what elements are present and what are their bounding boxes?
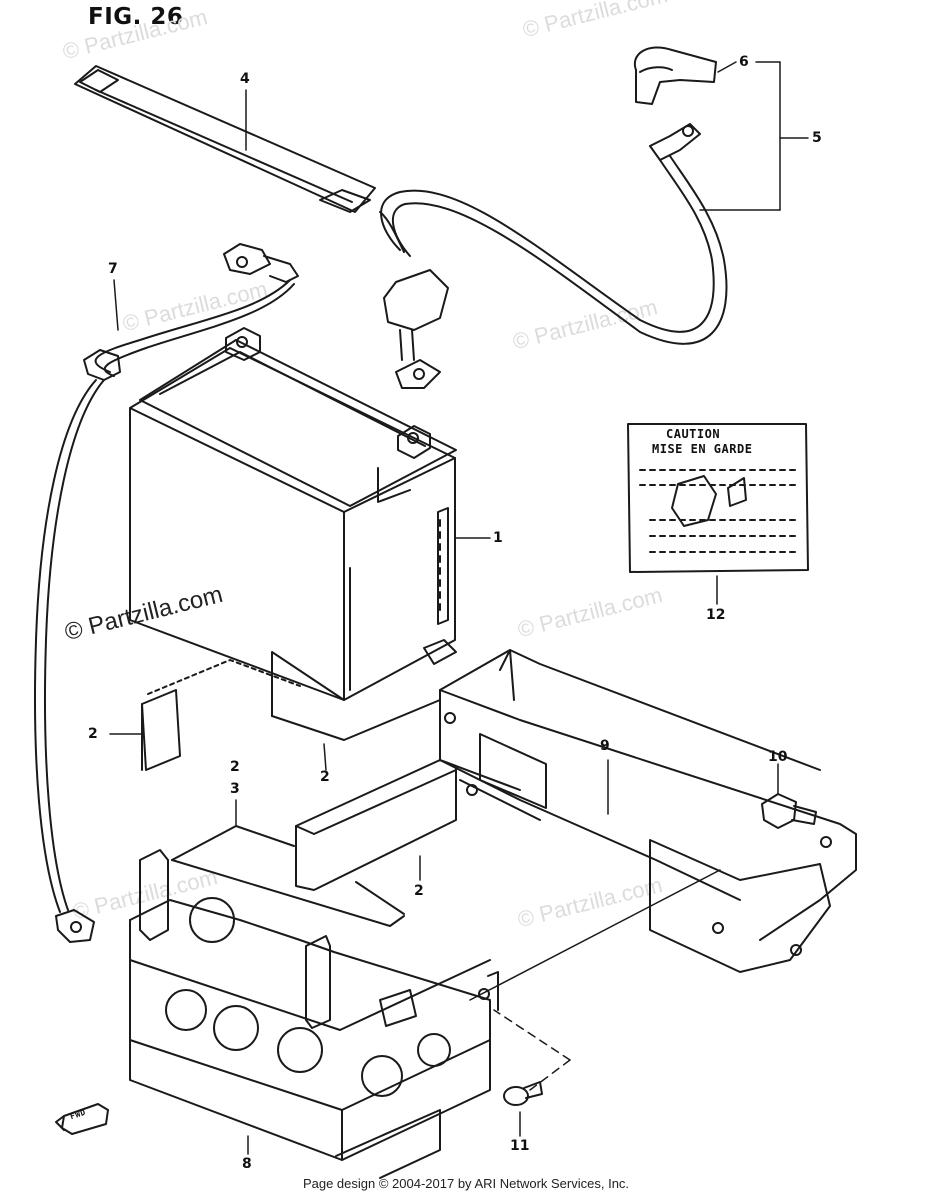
callout-11: 11 <box>510 1138 530 1154</box>
battery-strap <box>74 65 376 213</box>
bolt-10 <box>761 793 817 829</box>
page-footer: Page design © 2004-2017 by ARI Network S… <box>302 1176 630 1191</box>
callout-9: 9 <box>600 738 610 754</box>
battery-tray <box>129 849 499 1179</box>
callout-12: 12 <box>706 607 726 623</box>
callout-8: 8 <box>242 1156 252 1172</box>
label-caution-text: CAUTION <box>666 427 721 441</box>
callout-5: 5 <box>812 130 822 146</box>
callout-6: 6 <box>739 54 749 70</box>
screw-11 <box>503 1081 543 1106</box>
negative-cable <box>34 243 299 943</box>
positive-cable <box>379 46 728 389</box>
callout-3: 3 <box>230 781 240 797</box>
battery <box>129 327 457 701</box>
callout-10: 10 <box>768 749 788 765</box>
callout-2: 2 <box>230 759 240 775</box>
leader-lines <box>109 61 809 1155</box>
callout-7: 7 <box>108 261 118 277</box>
caution-label <box>627 423 809 573</box>
fwd-arrow-icon <box>55 1103 109 1135</box>
callout-1: 1 <box>493 530 503 546</box>
callout-4: 4 <box>240 71 250 87</box>
figure-title: FIG. 26 <box>88 4 184 30</box>
callout-2: 2 <box>414 883 424 899</box>
callout-2: 2 <box>88 726 98 742</box>
bracket <box>439 649 857 973</box>
pads <box>141 651 457 891</box>
label-mise-en-garde-text: MISE EN GARDE <box>652 442 753 456</box>
callout-2: 2 <box>320 769 330 785</box>
